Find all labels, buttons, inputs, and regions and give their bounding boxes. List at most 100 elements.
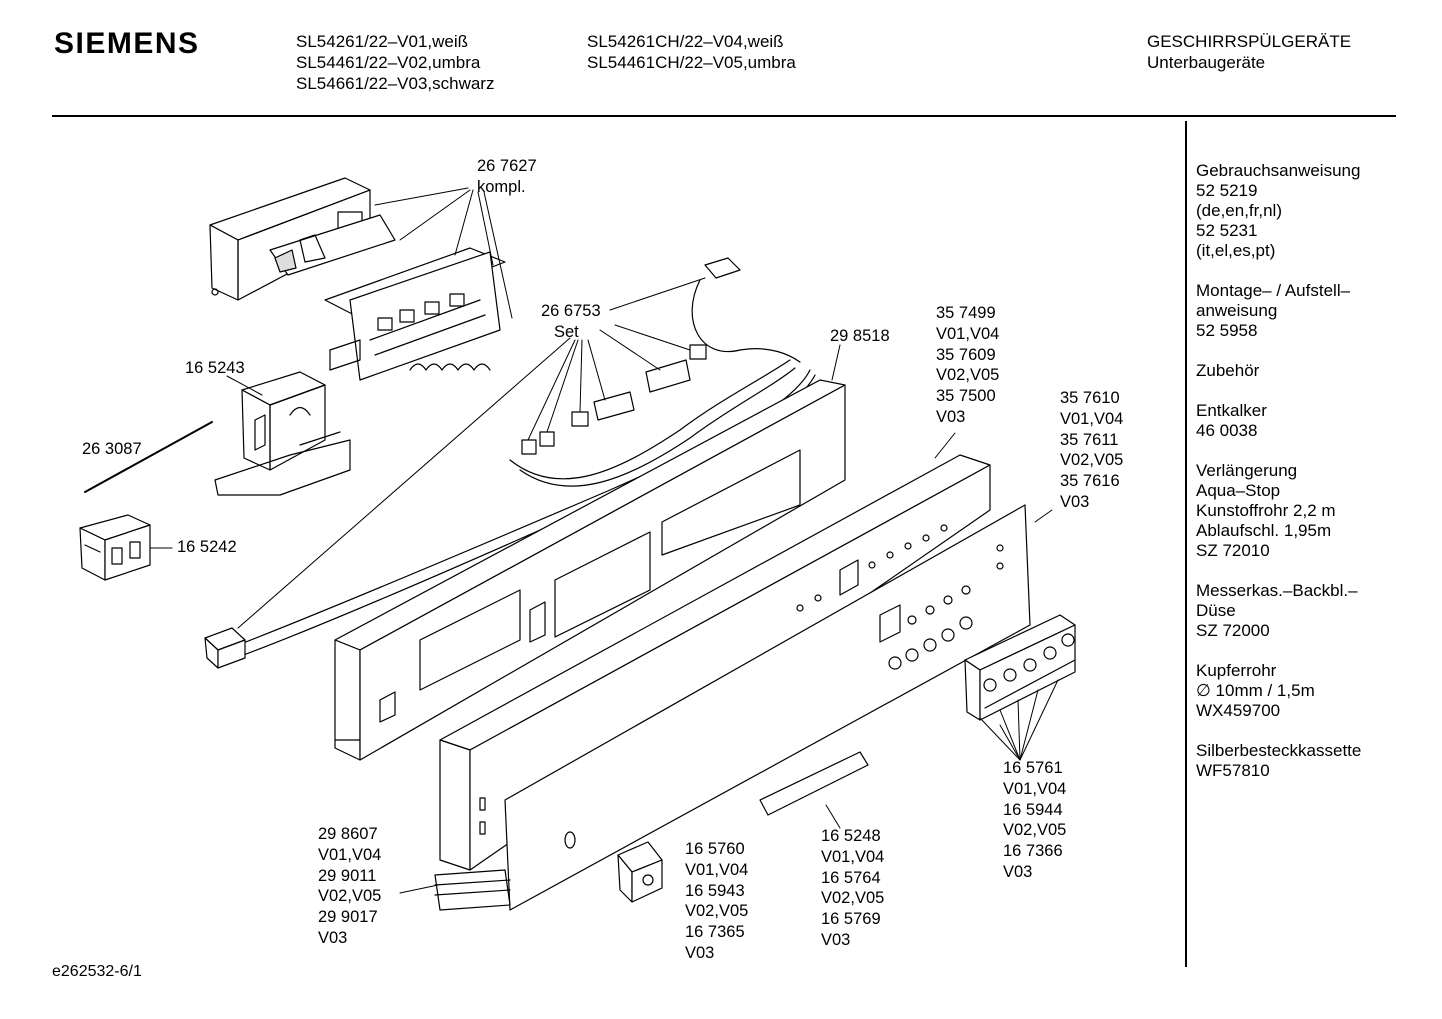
rod-part <box>84 421 213 493</box>
label-line: 16 5761 <box>1003 759 1063 777</box>
model-line: SL54661/22–V03,schwarz <box>296 74 495 93</box>
sidebar-line: Messerkas.–Backbl.– <box>1196 581 1358 600</box>
part-label-267627: 26 7627 kompl. <box>477 156 537 198</box>
sidebar-block: Zubehör <box>1196 361 1361 381</box>
sidebar-line: 52 5219 <box>1196 181 1258 200</box>
label-line: 26 6753 <box>541 302 601 320</box>
label-line: V02,V05 <box>1003 821 1067 840</box>
label-line: V01,V04 <box>1060 409 1124 428</box>
header-rule <box>52 115 1396 117</box>
label-line: V03 <box>685 943 715 962</box>
sidebar-line: (it,el,es,pt) <box>1196 241 1276 260</box>
switch-block <box>79 514 151 581</box>
part-label-357610: 35 7610 V01,V04 35 7611 V02,V05 35 7616 … <box>1060 388 1123 513</box>
label-line: 29 8607 <box>318 825 378 843</box>
sidebar-line: (de,en,fr,nl) <box>1196 201 1282 220</box>
bracket-part <box>214 371 351 496</box>
sidebar-line: 52 5231 <box>1196 221 1258 240</box>
part-label-165242: 16 5242 <box>177 537 237 558</box>
part-label-298607: 29 8607 V01,V04 29 9011 V02,V05 29 9017 … <box>318 824 381 949</box>
label-line: V02,V05 <box>318 887 382 906</box>
keypad-buttons <box>964 614 1076 721</box>
sidebar-line: 52 5958 <box>1196 321 1258 340</box>
label-line: V03 <box>318 928 348 947</box>
light-pipe-part <box>759 751 869 816</box>
label-line: 29 9011 <box>318 866 377 885</box>
part-label-165761: 16 5761 V01,V04 16 5944 V02,V05 16 7366 … <box>1003 758 1066 883</box>
drawing-number: e262532-6/1 <box>52 963 142 980</box>
category-title: GESCHIRRSPÜLGERÄTE <box>1147 32 1352 51</box>
model-line: SL54461CH/22–V05,umbra <box>587 53 796 72</box>
label-line: 26 7627 <box>477 157 537 175</box>
label-line: 35 7609 <box>936 345 996 364</box>
label-line: 35 7500 <box>936 387 996 406</box>
label-line: 16 5764 <box>821 868 881 887</box>
product-category: GESCHIRRSPÜLGERÄTE Unterbaugeräte <box>1147 31 1351 73</box>
label-line: V03 <box>821 930 851 949</box>
label-line: 16 5248 <box>821 827 881 845</box>
model-line: SL54461/22–V02,umbra <box>296 53 481 72</box>
label-line: V03 <box>936 407 966 426</box>
sidebar-block: Gebrauchsanweisung 52 5219 (de,en,fr,nl)… <box>1196 161 1361 261</box>
label-line: 35 7610 <box>1060 389 1120 407</box>
fascia-panel <box>504 504 1031 911</box>
leader-lines <box>149 187 1059 894</box>
part-label-165248: 16 5248 V01,V04 16 5764 V02,V05 16 5769 … <box>821 826 884 951</box>
label-line: 35 7499 <box>936 304 996 322</box>
sidebar-line: WX459700 <box>1196 701 1281 720</box>
sidebar-block: Verlängerung Aqua–Stop Kunstoffrohr 2,2 … <box>1196 461 1361 561</box>
part-label-263087: 26 3087 <box>82 439 142 460</box>
sidebar-line: Kupferrohr <box>1196 661 1277 680</box>
sidebar-line: Kunstoffrohr 2,2 m <box>1196 501 1336 520</box>
sidebar-line: WF57810 <box>1196 761 1270 780</box>
label-line: 16 5760 <box>685 840 745 858</box>
label-line: 16 5769 <box>821 910 881 929</box>
sidebar-line: 46 0038 <box>1196 421 1258 440</box>
sidebar-block: Messerkas.–Backbl.– Düse SZ 72000 <box>1196 581 1361 641</box>
sidebar-line: Montage– / Aufstell– <box>1196 281 1351 300</box>
model-line: SL54261/22–V01,weiß <box>296 32 469 51</box>
sidebar-line: ∅ 10mm / 1,5m <box>1196 681 1315 700</box>
label-line: kompl. <box>477 177 526 196</box>
label-line: V01,V04 <box>936 324 1000 343</box>
label-line: V01,V04 <box>821 847 885 866</box>
sidebar-line: SZ 72010 <box>1196 541 1270 560</box>
sidebar-line: anweisung <box>1196 301 1278 320</box>
label-line: 29 8518 <box>830 327 890 345</box>
label-line: V01,V04 <box>318 845 382 864</box>
label-line: 29 9017 <box>318 908 378 927</box>
electronics-module <box>209 177 506 381</box>
part-label-266753: 26 6753 Set <box>541 301 601 343</box>
label-line: V02,V05 <box>685 902 749 921</box>
knob-part <box>617 841 663 903</box>
label-line: 16 5943 <box>685 881 745 900</box>
label-line: V01,V04 <box>1003 779 1067 798</box>
category-subtitle: Unterbaugeräte <box>1147 53 1266 72</box>
label-line: V03 <box>1060 492 1090 511</box>
model-list-mid: SL54261CH/22–V04,weiß SL54461CH/22–V05,u… <box>587 31 796 73</box>
sidebar-block: Kupferrohr ∅ 10mm / 1,5m WX459700 <box>1196 661 1361 721</box>
sidebar-line: Verlängerung <box>1196 461 1298 480</box>
part-label-357499: 35 7499 V01,V04 35 7609 V02,V05 35 7500 … <box>936 303 999 428</box>
accessories-sidebar: Gebrauchsanweisung 52 5219 (de,en,fr,nl)… <box>1196 161 1361 801</box>
sidebar-line: Düse <box>1196 601 1236 620</box>
sidebar-line: Aqua–Stop <box>1196 481 1281 500</box>
label-line: 35 7611 <box>1060 430 1119 449</box>
sidebar-rule <box>1185 121 1187 967</box>
label-line: 16 5242 <box>177 538 237 556</box>
label-line: 35 7616 <box>1060 472 1120 491</box>
label-line: V02,V05 <box>821 889 885 908</box>
label-line: 26 3087 <box>82 440 142 458</box>
sidebar-block: Entkalker 46 0038 <box>1196 401 1361 441</box>
label-line: V02,V05 <box>1060 451 1124 470</box>
foot-strip <box>434 869 511 911</box>
label-line: 16 7366 <box>1003 842 1063 861</box>
sidebar-block: Silberbesteckkassette WF57810 <box>1196 741 1361 781</box>
sidebar-line: Ablaufschl. 1,95m <box>1196 521 1332 540</box>
sidebar-line: Silberbesteckkassette <box>1196 741 1362 760</box>
part-label-165243: 16 5243 <box>185 358 245 379</box>
sidebar-line: Zubehör <box>1196 361 1260 380</box>
label-line: V01,V04 <box>685 860 749 879</box>
